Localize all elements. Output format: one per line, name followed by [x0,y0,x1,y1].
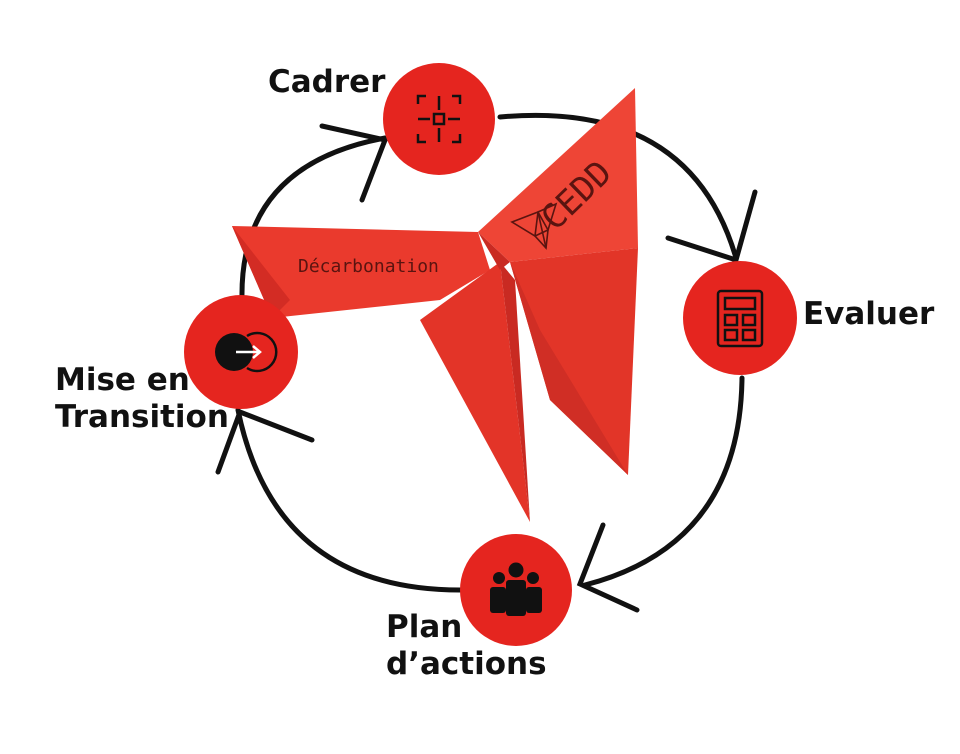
evaluer-circle [683,261,797,375]
butterfly-right-wing [478,88,638,262]
butterfly-left-wing-shade [232,226,290,318]
origami-butterfly: Décarbonation CEDD [232,88,638,522]
step-mise [184,295,298,409]
focus-frame-icon [416,94,462,144]
label-mise-en-transition: Mise en Transition [55,362,229,436]
arc-cadrer-evaluer [497,112,739,261]
wing-text-decarbonation: Décarbonation [298,256,439,277]
label-mise-line1: Mise en [55,362,190,398]
label-mise-line2: Transition [55,399,229,435]
butterfly-left-lower [420,262,530,522]
arrowheads [215,123,758,613]
cadrer-circle [383,63,495,175]
label-cadrer: Cadrer [268,64,386,100]
step-plan [460,534,572,646]
login-arrow-icon [215,331,278,373]
arrowhead-to-mise [215,408,315,475]
arrowhead-to-plan [576,522,640,613]
step-cadrer [383,63,495,175]
butterfly-right-wing-shade [478,232,510,270]
calculator-icon [716,289,764,348]
team-icon [490,562,542,616]
arc-mise-cadrer [239,135,388,301]
arrowhead-to-evaluer [665,189,758,264]
label-plan-line2: d’actions [386,646,547,682]
cycle-arrows [235,112,745,593]
butterfly-logo-icon [510,202,558,250]
arrowhead-to-cadrer [319,123,389,203]
label-evaluer: Evaluer [803,296,935,332]
butterfly-right-lower [510,248,638,475]
step-evaluer [683,261,797,375]
label-plan-line1: Plan [386,609,463,645]
butterfly-left-lower-fold [500,262,530,522]
butterfly-left-wing [232,226,490,318]
label-plan-actions: Plan d’actions [386,609,547,683]
arc-evaluer-plan [582,375,745,588]
arc-plan-mise [235,407,463,593]
